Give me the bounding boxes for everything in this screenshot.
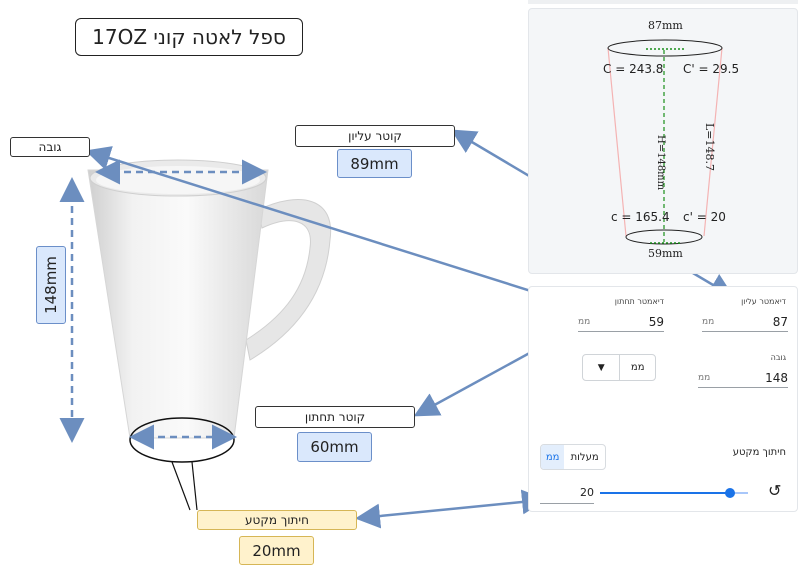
bottom-diameter-unit: ממ: [578, 316, 591, 327]
toggle-degrees[interactable]: מעלות: [570, 451, 599, 463]
top-diameter-input[interactable]: ממ 87: [702, 312, 788, 332]
bottom-diameter-input[interactable]: ממ 59: [578, 312, 664, 332]
segment-cut-value-chip: 20mm: [239, 536, 314, 565]
unit-select[interactable]: ▼ ממ: [582, 354, 656, 381]
bottom-diameter-value: 59: [648, 314, 664, 329]
segment-cut-callout: חיתוך מקטע: [197, 510, 357, 530]
segment-slider-thumb[interactable]: [725, 488, 736, 498]
bottom-diameter-value-chip: 60mm: [297, 432, 372, 462]
top-diameter-field-label: דיאמטר עליון: [741, 297, 786, 306]
unit-select-dropdown[interactable]: ▼: [583, 355, 621, 380]
diagram-bottom-diameter: 59mm: [648, 247, 683, 260]
reset-icon[interactable]: ↺: [768, 481, 782, 500]
height-value: 148: [765, 370, 788, 385]
height-unit: ממ: [698, 372, 711, 383]
top-diameter-value-chip: 89mm: [337, 149, 412, 178]
panel-top-strip: [528, 0, 798, 4]
page-title: ספל לאטה קוני 17OZ: [75, 18, 303, 56]
mug-body: [87, 169, 269, 439]
segment-slider-fill: [600, 492, 731, 494]
height-callout: גובה: [10, 137, 90, 157]
top-diameter-value: 87: [772, 314, 788, 329]
bottom-diameter-callout: קוטר תחתון: [255, 406, 415, 428]
diagram-C-prime: C' = 29.5: [683, 62, 740, 76]
diagram-c-prime: c' = 20: [683, 210, 726, 224]
unit-select-value: ממ: [630, 362, 645, 373]
chevron-down-icon: ▼: [597, 362, 605, 373]
height-input[interactable]: ממ 148: [698, 368, 788, 388]
diagram-L: L=148.7: [703, 123, 716, 172]
diagram-H: H=148mm: [655, 135, 666, 191]
diagram-C: C = 243.8: [603, 62, 664, 76]
top-diameter-unit: ממ: [702, 316, 715, 327]
height-value-chip: 148mm: [36, 246, 66, 324]
bottom-diameter-field-label: דיאמטר תחתון: [614, 297, 664, 306]
diagram-top-diameter: 87mm: [648, 19, 683, 32]
unit-toggle[interactable]: ממ מעלות: [540, 444, 606, 470]
segment-slider-track[interactable]: [600, 492, 748, 494]
geometry-diagram: [607, 39, 723, 245]
top-diameter-callout: קוטר עליון: [295, 125, 455, 147]
height-value: 148mm: [42, 256, 61, 314]
segment-cut-label: חיתוך מקטע: [732, 447, 786, 458]
slider-value: 20: [580, 486, 594, 499]
slider-value-underline: [540, 503, 594, 504]
diagram-c: c = 165.4: [611, 210, 670, 224]
toggle-mm[interactable]: ממ: [541, 445, 565, 469]
dimensions-form-panel: [528, 286, 798, 512]
height-field-label: גובה: [770, 353, 786, 362]
